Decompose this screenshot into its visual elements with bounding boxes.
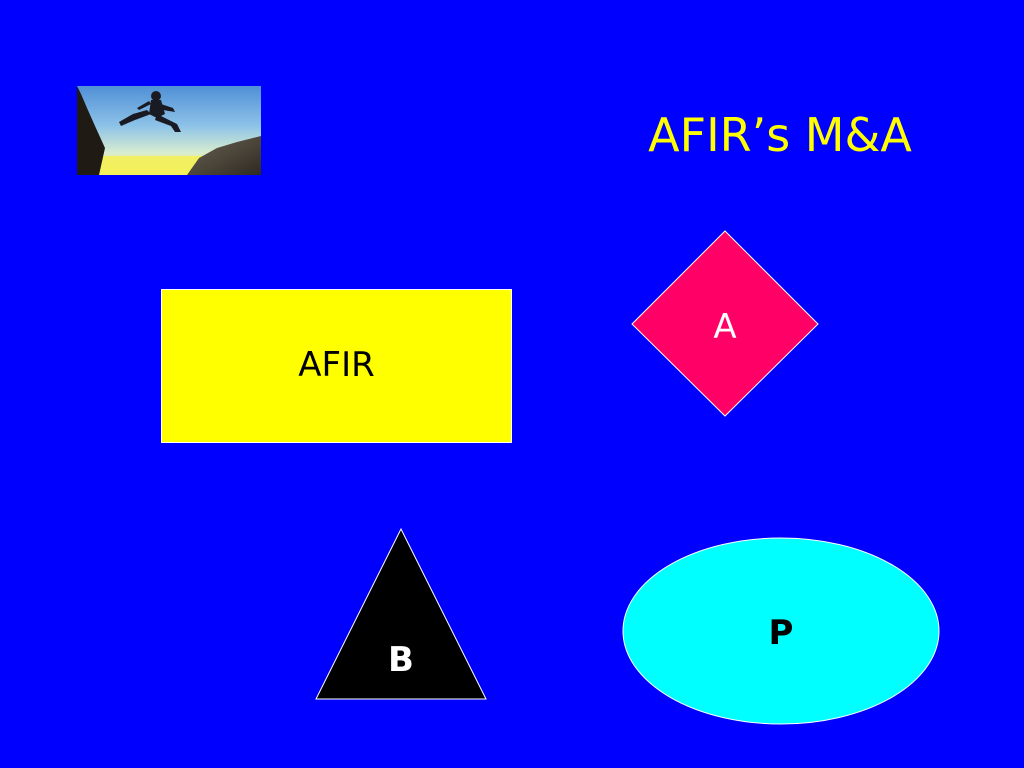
afir-rectangle-label: AFIR [298,345,375,385]
jumping-person-photo [77,86,261,175]
ellipse-shape-p: P [622,537,940,725]
afir-rectangle: AFIR [161,289,512,443]
triangle-label: B [388,640,414,680]
ellipse-label: P [769,613,794,653]
photo-image [77,86,261,175]
diamond-label: A [713,307,736,347]
diamond-shape-a: A [631,230,819,417]
triangle-shape-b: B [315,527,487,700]
slide-title: AFIR’s M&A [648,108,912,162]
